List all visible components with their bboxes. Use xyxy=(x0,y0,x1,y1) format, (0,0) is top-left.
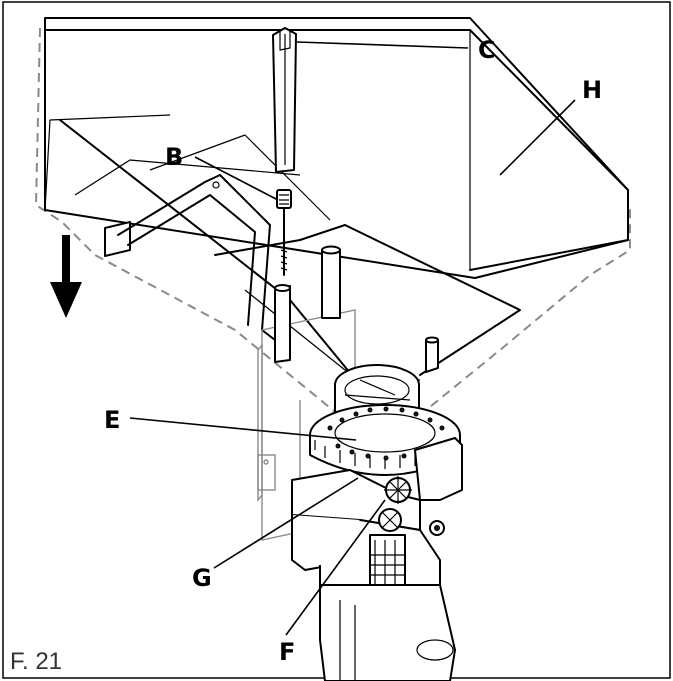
figure-caption: F. 21 xyxy=(10,648,62,675)
callout-f: F xyxy=(279,638,295,666)
gear-mechanism xyxy=(291,437,463,601)
hopper-bracket xyxy=(104,174,276,341)
rod-c xyxy=(272,27,297,173)
removal-arrow xyxy=(50,235,82,318)
hopper-h xyxy=(44,17,629,386)
leader-e xyxy=(129,417,357,441)
leader-b xyxy=(194,156,279,201)
callout-e: E xyxy=(104,406,120,434)
callout-b: B xyxy=(165,143,183,171)
leader-g xyxy=(213,477,359,569)
callout-g: G xyxy=(192,564,212,592)
callout-h: H xyxy=(582,76,602,104)
leader-c xyxy=(296,41,469,49)
motor-base xyxy=(319,584,456,681)
callout-c: C xyxy=(478,36,496,64)
guide-pins xyxy=(274,245,439,373)
leader-f xyxy=(285,499,386,636)
leader-h xyxy=(499,99,576,176)
screw-b xyxy=(276,189,292,276)
